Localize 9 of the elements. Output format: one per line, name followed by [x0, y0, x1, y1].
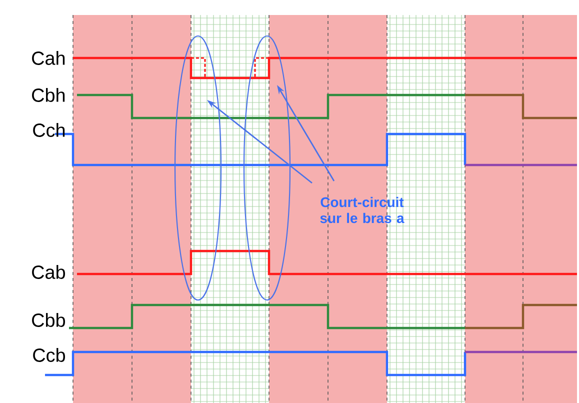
callout-text: Court-circuit sur le bras a — [320, 196, 404, 224]
signal-name: Cah — [32, 51, 65, 65]
signal-name: Ccb — [33, 348, 65, 362]
signal-name: Cab — [32, 265, 65, 279]
highlight-ellipse — [174, 35, 222, 301]
signal-name: Cbh — [32, 88, 65, 102]
highlight-ellipse — [243, 35, 291, 301]
signal-name: Cch — [33, 123, 65, 137]
signal-name: Cbb — [32, 313, 65, 327]
